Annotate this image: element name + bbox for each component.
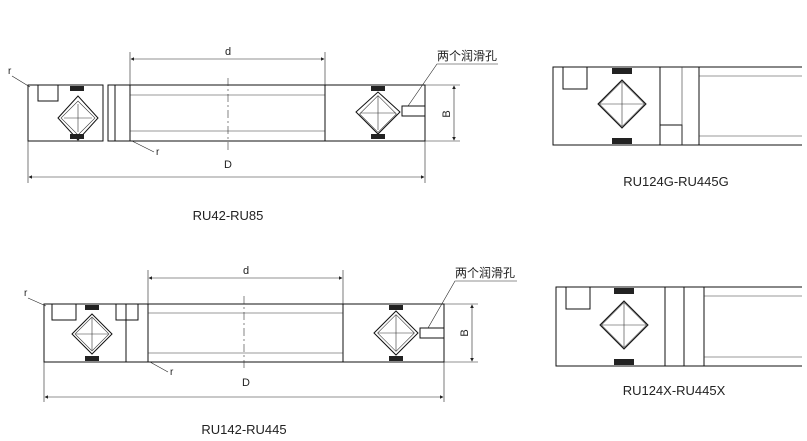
right-section xyxy=(324,84,426,142)
lubrication-hole-note: 两个润滑孔 xyxy=(437,49,497,63)
radius-label-bottom: r xyxy=(170,367,174,378)
radius-label-top: r xyxy=(24,288,28,299)
dim-d-label: d xyxy=(225,46,231,58)
dim-D-label: D xyxy=(224,159,232,171)
radius-label-bottom: r xyxy=(156,147,160,158)
figure-ru142: d D B r r 两个润滑孔 RU142-RU445 xyxy=(24,265,517,437)
figure-ru124x: RU124X-RU445X xyxy=(555,286,802,398)
right-section xyxy=(342,303,445,363)
left-section xyxy=(27,84,131,142)
figure-ru42: d D B r r 两个润滑孔 RU42-RU85 xyxy=(8,46,498,223)
dim-B-label: B xyxy=(459,329,471,336)
lubrication-hole-note: 两个润滑孔 xyxy=(455,266,515,280)
dim-B-label: B xyxy=(441,110,453,117)
caption-ru124g: RU124G-RU445G xyxy=(623,174,729,189)
dim-D-label: D xyxy=(242,377,250,389)
dim-d-label: d xyxy=(243,265,249,277)
radius-label-top: r xyxy=(8,66,12,77)
caption-ru42: RU42-RU85 xyxy=(193,208,264,223)
left-section xyxy=(43,303,149,363)
caption-ru124x: RU124X-RU445X xyxy=(623,383,726,398)
caption-ru142: RU142-RU445 xyxy=(201,422,286,437)
figure-ru124g: RU124G-RU445G xyxy=(552,66,802,189)
